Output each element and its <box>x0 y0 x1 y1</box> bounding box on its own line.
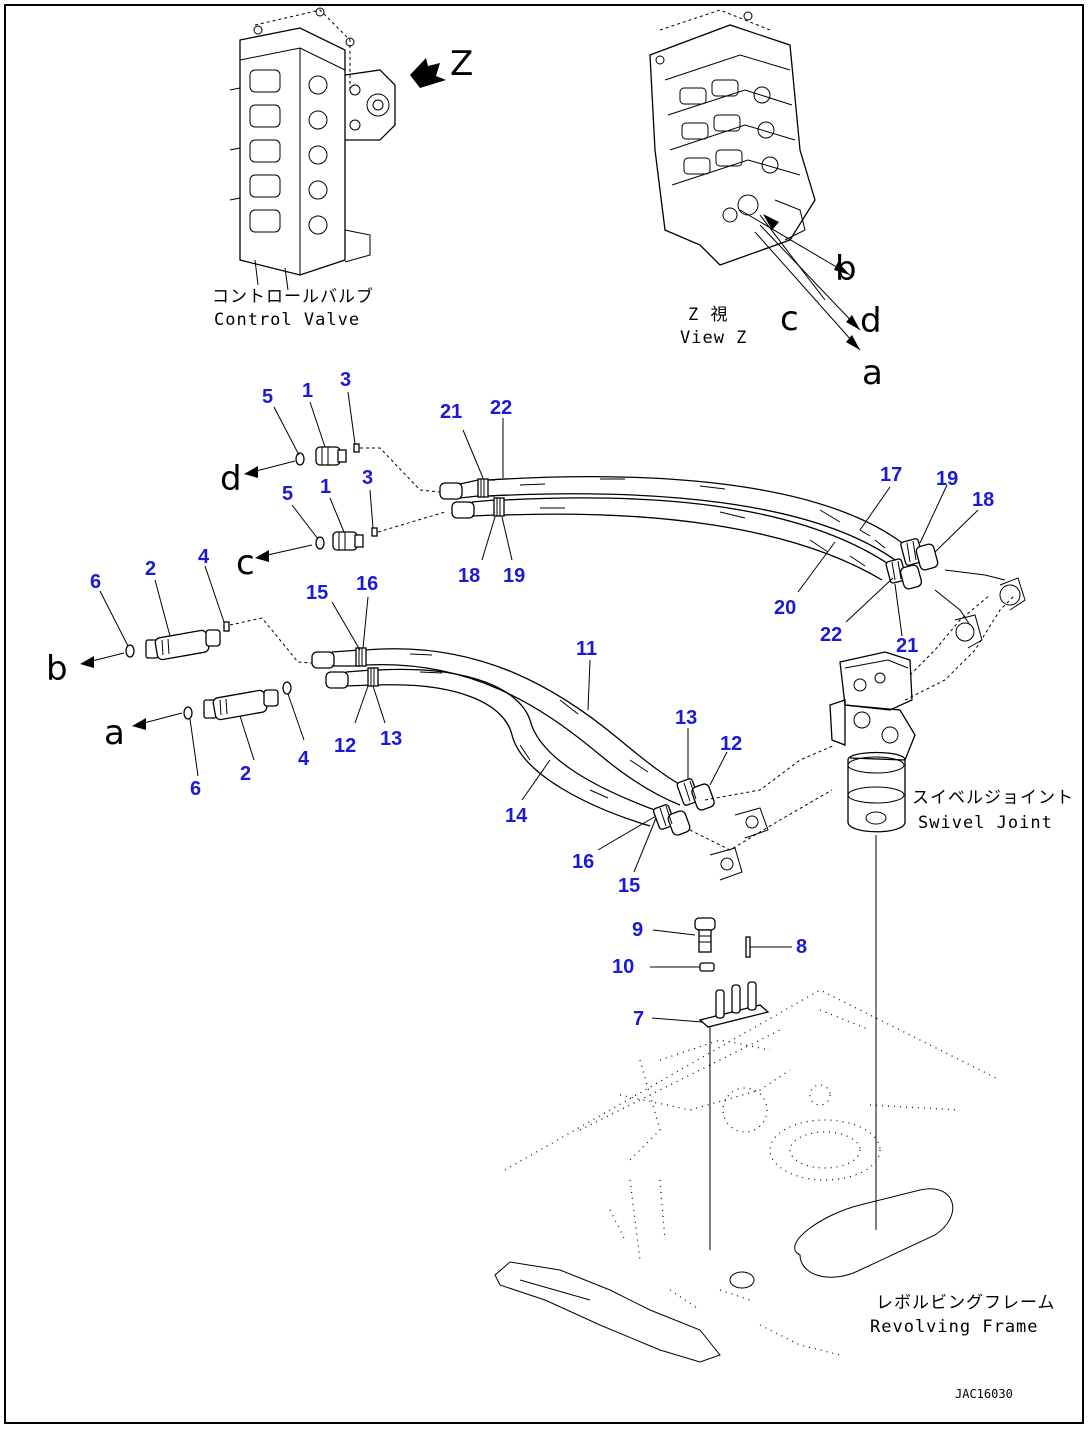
drawing-border <box>4 4 1084 1424</box>
port-letter-d-view: d <box>860 301 882 341</box>
callout-8: 8 <box>796 936 807 958</box>
elbow-1-upper <box>315 446 347 466</box>
callout-7: 7 <box>633 1008 644 1030</box>
callout-13-lower: 13 <box>380 728 402 750</box>
o-ring-5-lower <box>315 536 325 550</box>
hose-b-dashline <box>229 617 313 664</box>
o-ring-4-upper <box>223 621 230 632</box>
view-z-label-jp: Z 視 <box>688 305 728 325</box>
callout-11: 11 <box>576 638 597 660</box>
port-letter-c: c <box>236 543 255 583</box>
revolving-frame-drawing <box>494 989 1001 1363</box>
hose-20-lower <box>451 497 891 581</box>
hose-14-lower <box>325 667 661 827</box>
port-d-arrow <box>244 460 296 478</box>
drawing-code: JAC16030 <box>955 1387 1013 1401</box>
hose-17-upper <box>439 476 906 561</box>
port-letter-a: a <box>104 713 125 753</box>
swivel-joint-drawing <box>689 569 1026 881</box>
callout-18-lower: 18 <box>458 565 480 587</box>
swivel-joint-label-jp: スイベルジョイント <box>912 788 1074 808</box>
callout-9: 9 <box>632 919 643 941</box>
view-letter-z: Z <box>450 44 473 84</box>
port-letter-b-view: b <box>835 249 857 289</box>
callout-6-upper: 6 <box>90 571 101 593</box>
callout-17: 17 <box>880 464 902 486</box>
callout-1-upper: 1 <box>302 380 313 402</box>
adapter-2-lower <box>203 689 279 721</box>
port-letter-b: b <box>46 649 68 689</box>
callout-13-upper: 13 <box>675 707 697 729</box>
callout-6-lower: 6 <box>190 778 201 800</box>
clamp-plate-7 <box>698 981 770 1028</box>
callout-18-upper: 18 <box>972 489 994 511</box>
revolving-frame-label-en: Revolving Frame <box>870 1317 1039 1337</box>
hose-11-upper <box>311 647 691 806</box>
callout-22-lower: 22 <box>820 624 842 646</box>
callout-15-lower: 15 <box>618 875 640 897</box>
port-a-arrow <box>132 712 183 730</box>
control-valve-drawing <box>229 7 396 291</box>
callout-22-upper: 22 <box>490 397 512 419</box>
callout-5-upper: 5 <box>262 386 273 408</box>
o-ring-4-lower <box>282 681 292 695</box>
callout-2-lower: 2 <box>240 763 251 785</box>
hose-lower-right-fittings <box>652 778 715 836</box>
o-ring-6-upper <box>125 644 135 658</box>
hose-d-dashline <box>360 447 441 493</box>
control-valve-label-en: Control Valve <box>214 310 360 330</box>
swivel-joint-label-en: Swivel Joint <box>918 813 1053 833</box>
pin-8 <box>745 936 751 958</box>
callout-16-upper: 16 <box>356 573 378 595</box>
port-c-arrow <box>255 544 313 562</box>
revolving-frame-label-jp: レボルビングフレーム <box>876 1293 1056 1313</box>
callout-4-upper: 4 <box>198 546 210 568</box>
elbow-1-lower <box>332 531 364 551</box>
o-ring-3-lower <box>371 527 378 537</box>
control-valve-label-jp: コントロールバルブ <box>212 286 374 307</box>
callout-3-upper: 3 <box>340 369 351 391</box>
washer-10 <box>699 962 715 972</box>
bolt-9 <box>694 917 716 953</box>
hose-upper-right-fittings <box>885 538 939 590</box>
callout-20: 20 <box>774 597 796 619</box>
callout-10: 10 <box>612 956 634 978</box>
o-ring-3-upper <box>353 443 360 453</box>
callout-4-lower: 4 <box>298 748 310 770</box>
view-z-drawing <box>649 9 816 266</box>
hose-c-dashline <box>377 511 446 533</box>
callout-19-upper: 19 <box>936 468 958 490</box>
port-b-arrow <box>80 652 125 668</box>
callout-leaders <box>99 391 979 1023</box>
view-z-label-en: View Z <box>680 328 747 348</box>
adapter-2-upper <box>145 629 221 661</box>
port-letter-a-view: a <box>862 353 883 393</box>
callout-21-lower: 21 <box>896 635 918 657</box>
callout-12-lower: 12 <box>334 735 356 757</box>
callout-2-upper: 2 <box>145 558 156 580</box>
view-z-arrow <box>410 58 446 88</box>
o-ring-6-lower <box>183 706 193 720</box>
view-z-port-leaders <box>739 209 861 351</box>
port-letter-d: d <box>220 459 242 499</box>
port-letter-c-view: c <box>780 299 799 339</box>
callout-14: 14 <box>505 805 528 827</box>
o-ring-5-upper <box>295 452 305 466</box>
callout-16-lower: 16 <box>572 851 594 873</box>
callout-1-lower: 1 <box>320 476 331 498</box>
callout-5-lower: 5 <box>282 483 293 505</box>
callout-12-upper: 12 <box>720 733 742 755</box>
callout-15-upper: 15 <box>306 582 328 604</box>
callout-19-lower: 19 <box>503 565 525 587</box>
callout-3-lower: 3 <box>362 467 373 489</box>
callout-21-upper: 21 <box>440 401 462 423</box>
